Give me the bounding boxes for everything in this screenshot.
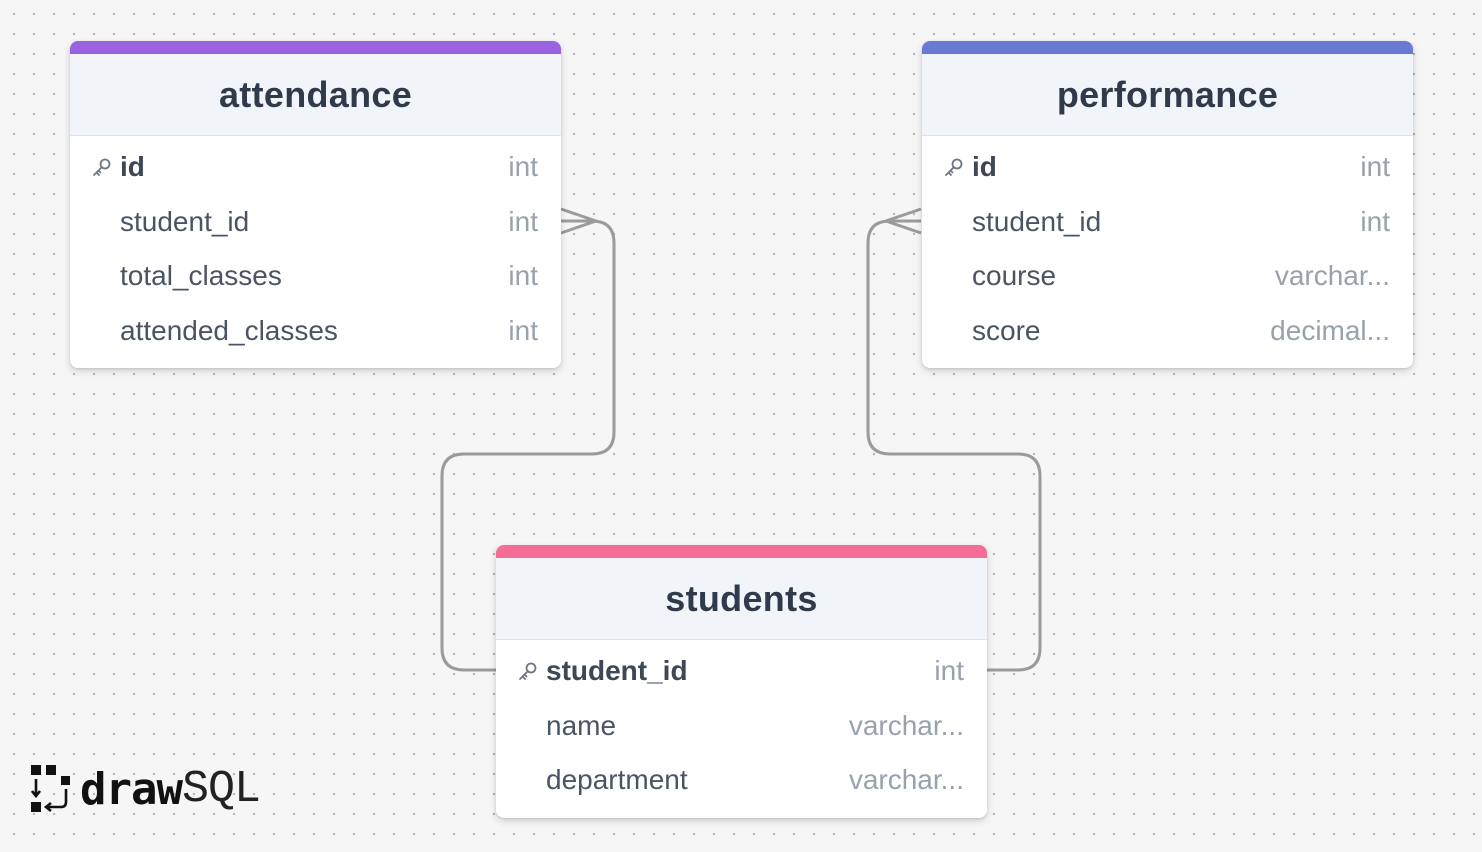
table-title: students <box>665 577 818 619</box>
field-name: student_id <box>120 205 250 237</box>
field-row-score[interactable]: score decimal... <box>922 304 1413 359</box>
field-type: varchar... <box>848 764 964 796</box>
field-name: department <box>546 764 688 796</box>
primary-key-icon <box>516 659 546 683</box>
field-type: int <box>508 151 538 183</box>
field-type: int <box>508 314 538 346</box>
field-list: id int student_id int course varchar... … <box>922 136 1413 368</box>
field-name: course <box>972 260 1057 292</box>
field-name: id <box>972 151 997 183</box>
field-type: int <box>1360 151 1390 183</box>
field-row-student-id[interactable]: student_id int <box>922 195 1413 250</box>
field-type: varchar... <box>848 709 964 741</box>
field-row-id[interactable]: id int <box>70 140 561 195</box>
field-list: student_id int name varchar... departmen… <box>496 640 987 818</box>
field-name: name <box>546 709 617 741</box>
brand-name-bold: draw <box>80 763 183 815</box>
field-name: id <box>120 151 145 183</box>
field-row-id[interactable]: id int <box>922 140 1413 195</box>
table-attendance[interactable]: attendance id int student_id int total_c… <box>70 41 561 368</box>
field-name: attended_classes <box>120 314 338 346</box>
field-type: varchar... <box>1274 260 1390 292</box>
field-row-total-classes[interactable]: total_classes int <box>70 249 561 304</box>
primary-key-icon <box>942 155 972 179</box>
table-accent-bar <box>922 41 1413 54</box>
crow-foot-attendance-student-id <box>560 207 597 235</box>
field-row-student-id[interactable]: student_id int <box>496 644 987 699</box>
field-name: score <box>972 314 1041 346</box>
table-header[interactable]: performance <box>922 54 1413 136</box>
table-performance[interactable]: performance id int student_id int course… <box>922 41 1413 368</box>
brand-name-light: SQL <box>181 763 261 815</box>
field-list: id int student_id int total_classes int … <box>70 136 561 368</box>
table-accent-bar <box>496 545 987 558</box>
field-type: int <box>1360 205 1390 237</box>
field-type: int <box>508 205 538 237</box>
field-row-student-id[interactable]: student_id int <box>70 195 561 250</box>
table-accent-bar <box>70 41 561 54</box>
field-name: student_id <box>546 655 688 687</box>
field-name: student_id <box>972 205 1102 237</box>
crow-foot-performance-student-id <box>885 207 922 235</box>
table-title: attendance <box>218 73 413 115</box>
primary-key-icon <box>90 155 120 179</box>
field-name: total_classes <box>120 260 282 292</box>
table-header[interactable]: attendance <box>70 54 561 136</box>
field-type: int <box>934 655 964 687</box>
field-row-name[interactable]: name varchar... <box>496 699 987 754</box>
table-header[interactable]: students <box>496 558 987 640</box>
table-students[interactable]: students student_id int name varchar... … <box>496 545 987 818</box>
drawsql-logo-icon <box>31 765 70 813</box>
drawsql-logo[interactable]: draw SQL <box>31 763 261 815</box>
field-type: int <box>508 260 538 292</box>
table-title: performance <box>1056 73 1279 115</box>
field-row-department[interactable]: department varchar... <box>496 753 987 808</box>
field-row-attended-classes[interactable]: attended_classes int <box>70 304 561 359</box>
field-row-course[interactable]: course varchar... <box>922 249 1413 304</box>
field-type: decimal... <box>1270 314 1390 346</box>
